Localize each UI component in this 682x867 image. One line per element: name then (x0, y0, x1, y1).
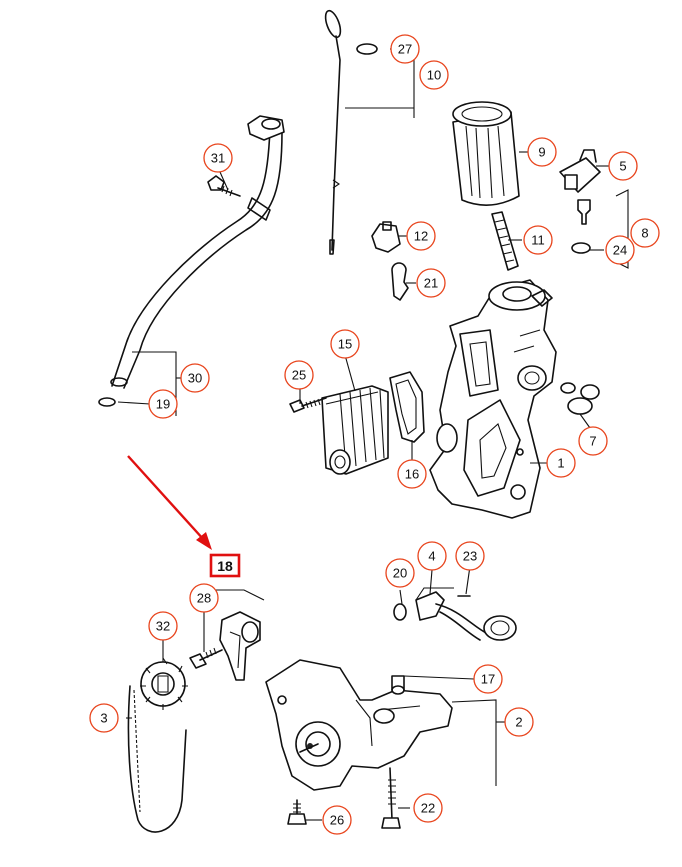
callout-label: 5 (619, 159, 626, 174)
callout-label: 18 (217, 558, 233, 574)
callout-label: 7 (589, 434, 596, 449)
callout-label: 9 (538, 145, 545, 160)
breather-hose (98, 115, 285, 416)
oil-cooler (321, 385, 389, 475)
callout-11: 11 (523, 225, 553, 255)
callout-19: 19 (148, 389, 178, 419)
callout-label: 21 (424, 276, 438, 291)
callout-2: 2 (504, 707, 534, 737)
callout-8: 8 (630, 218, 660, 248)
callout-label: 16 (405, 467, 419, 482)
bolt-28 (189, 647, 223, 669)
callout-28: 28 (189, 583, 219, 613)
pressure-switch (371, 221, 409, 301)
bolt-26 (287, 799, 307, 825)
callout-label: 24 (613, 243, 627, 258)
callout-17: 17 (473, 664, 503, 694)
callout-label: 26 (330, 813, 344, 828)
callout-label: 10 (427, 68, 441, 83)
oil-filter (452, 101, 520, 206)
callout-24: 24 (605, 235, 635, 265)
callout-3: 3 (89, 703, 119, 733)
callout-label: 28 (197, 591, 211, 606)
callout-18-highlight[interactable]: 18 (209, 553, 241, 578)
callout-label: 3 (100, 711, 107, 726)
sender-unit (559, 149, 629, 269)
callout-9: 9 (527, 137, 557, 167)
callout-7: 7 (578, 426, 608, 456)
drive-chain (127, 685, 187, 833)
bolt-22 (381, 767, 401, 829)
callout-30: 30 (180, 363, 210, 393)
callout-label: 19 (156, 397, 170, 412)
callout-12: 12 (406, 221, 436, 251)
highlight-arrow (127, 455, 212, 550)
callout-label: 32 (156, 619, 170, 634)
callout-label: 8 (641, 226, 648, 241)
callout-label: 1 (557, 456, 564, 471)
cooler-gasket (389, 371, 425, 443)
callout-27: 27 (390, 34, 420, 64)
callout-4: 4 (417, 541, 447, 571)
callout-label: 12 (414, 229, 428, 244)
callout-label: 17 (481, 672, 495, 687)
callout-label: 22 (421, 801, 435, 816)
callout-label: 2 (515, 715, 522, 730)
leader-lines (117, 151, 610, 821)
chain-tensioner (212, 589, 265, 681)
callout-22: 22 (413, 793, 443, 823)
callout-label: 11 (531, 233, 545, 248)
callout-label: 30 (188, 371, 202, 386)
sprocket (140, 657, 188, 710)
callout-1: 1 (546, 448, 576, 478)
dipstick (324, 9, 378, 255)
callout-10: 10 (419, 60, 449, 90)
callout-5: 5 (608, 151, 638, 181)
callout-25: 25 (284, 360, 314, 390)
callout-label: 15 (338, 337, 352, 352)
callout-label: 25 (292, 368, 306, 383)
callout-label: 4 (428, 549, 435, 564)
callout-20: 20 (385, 558, 415, 588)
callout-label: 23 (463, 549, 477, 564)
callout-label: 20 (393, 566, 407, 581)
callout-15: 15 (330, 329, 360, 359)
callout-21: 21 (416, 268, 446, 298)
callout-label: 27 (398, 42, 412, 57)
filter-housing (429, 279, 557, 519)
callout-23: 23 (455, 541, 485, 571)
callout-label: 31 (211, 151, 225, 166)
filter-insert (491, 211, 519, 271)
oil-pump (265, 659, 497, 791)
callout-26: 26 (322, 805, 352, 835)
bolt-25 (289, 397, 327, 413)
callout-32: 32 (148, 611, 178, 641)
callout-16: 16 (397, 459, 427, 489)
o-rings (560, 382, 600, 415)
bolt-31 (207, 175, 241, 197)
callout-31: 31 (203, 143, 233, 173)
suction-pipe (393, 587, 517, 641)
